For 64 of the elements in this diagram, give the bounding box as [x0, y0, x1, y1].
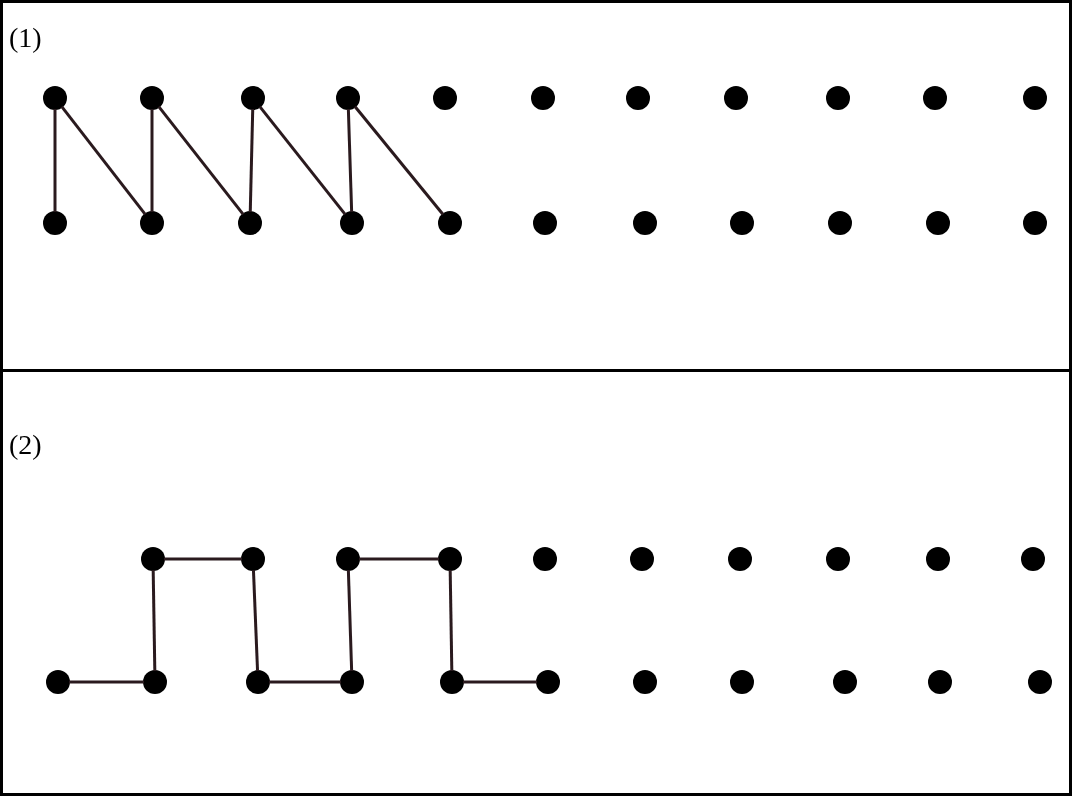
- dot: [533, 211, 557, 235]
- connecting-line: [346, 108, 354, 213]
- dot: [241, 86, 265, 110]
- dot: [336, 86, 360, 110]
- dot: [633, 670, 657, 694]
- connecting-line: [157, 105, 245, 216]
- connecting-line: [60, 105, 147, 216]
- dot: [531, 86, 555, 110]
- dot: [43, 211, 67, 235]
- dot: [633, 211, 657, 235]
- panel-label: (2): [9, 430, 42, 460]
- dot: [926, 211, 950, 235]
- connecting-line: [248, 108, 255, 213]
- connecting-line: [353, 105, 445, 216]
- panel-label: (1): [9, 23, 42, 53]
- dot: [1021, 547, 1045, 571]
- dot: [833, 670, 857, 694]
- dot: [440, 670, 464, 694]
- dot: [141, 547, 165, 571]
- dot: [438, 547, 462, 571]
- dot: [143, 670, 167, 694]
- dot: [724, 86, 748, 110]
- connecting-line: [269, 680, 341, 684]
- dot: [433, 86, 457, 110]
- panel: [0, 369, 1072, 796]
- dot: [241, 547, 265, 571]
- dot: [928, 670, 952, 694]
- dot: [238, 211, 262, 235]
- dot: [140, 211, 164, 235]
- dot: [926, 547, 950, 571]
- dot: [1028, 670, 1052, 694]
- panel: [0, 0, 1072, 372]
- dot: [43, 86, 67, 110]
- dot: [730, 211, 754, 235]
- connecting-line: [346, 569, 354, 672]
- dot: [140, 86, 164, 110]
- dot: [826, 86, 850, 110]
- dot: [340, 670, 364, 694]
- dot: [438, 211, 462, 235]
- connecting-line: [151, 569, 157, 672]
- connecting-line: [258, 105, 347, 216]
- connecting-line: [359, 557, 439, 561]
- connecting-line: [251, 569, 260, 672]
- dot: [336, 547, 360, 571]
- dot: [1023, 86, 1047, 110]
- dot: [730, 670, 754, 694]
- dot: [728, 547, 752, 571]
- connecting-line: [53, 109, 57, 212]
- dot: [826, 547, 850, 571]
- dot: [46, 670, 70, 694]
- dot: [923, 86, 947, 110]
- dot: [533, 547, 557, 571]
- dot: [536, 670, 560, 694]
- connecting-line: [448, 569, 454, 672]
- dot: [246, 670, 270, 694]
- dot: [1023, 211, 1047, 235]
- dot: [340, 211, 364, 235]
- connecting-line: [463, 680, 537, 684]
- dot: [828, 211, 852, 235]
- connecting-line: [150, 109, 154, 212]
- dot: [626, 86, 650, 110]
- dot: [630, 547, 654, 571]
- connecting-line: [69, 680, 144, 684]
- connecting-line: [164, 557, 242, 561]
